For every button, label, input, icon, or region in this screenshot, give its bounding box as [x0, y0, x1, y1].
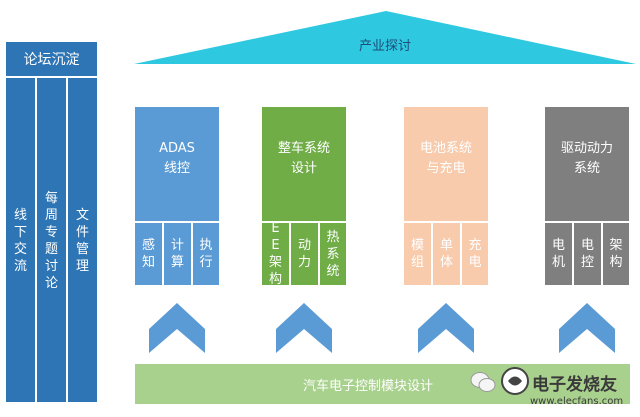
pillar-vehicle-sub-sep: [318, 223, 320, 285]
pillar-adas-sub-perception: 感知: [135, 223, 162, 285]
vertical-text: 计算: [170, 238, 184, 270]
pillar-battery-sub-sep: [460, 223, 462, 285]
pillar-battery-sub-divider: [404, 221, 488, 223]
forum-title: 论坛沉淀: [6, 42, 97, 78]
arrow-up-icon: [418, 303, 474, 353]
vertical-text: 执行: [199, 238, 213, 270]
roof-label: 产业探讨: [358, 38, 411, 54]
vertical-text: 充电: [468, 238, 482, 270]
vertical-text: 文件管理: [75, 208, 89, 274]
arrow-up-icon: [149, 303, 205, 353]
vertical-text: 感知: [141, 238, 155, 270]
pillar-drive: 驱动动力 系统 电机 电控 架构: [545, 107, 629, 285]
forum-column-divider: [66, 78, 68, 402]
arrow-up-icon: [276, 303, 332, 353]
pillar-battery-sub-sep: [431, 223, 433, 285]
pillar-adas-sub-sep: [162, 223, 164, 285]
pillar-drive-sub-sep: [601, 223, 603, 285]
pillar-drive-title: 驱动动力 系统: [560, 141, 613, 176]
vertical-text: 模组: [410, 238, 424, 270]
vertical-text: 热系统: [326, 229, 340, 279]
pillar-vehicle-title: 整车系统 设计: [277, 141, 330, 176]
pillar-vehicle-sub-thermal: 热系统: [320, 223, 346, 285]
forum-block: 论坛沉淀 线下交流 每周专题讨论 文件管理: [6, 42, 97, 402]
pillar-drive-sub-motor: 电机: [545, 223, 572, 285]
base-bar: 汽车电子控制模块设计: [135, 364, 630, 404]
pillar-drive-sub-architecture: 架构: [603, 223, 629, 285]
pillar-adas: ADAS 线控 感知 计算 执行: [135, 107, 219, 285]
forum-column-divider: [35, 78, 37, 402]
pillar-vehicle-sub-power: 动力: [291, 223, 318, 285]
pillar-adas-sub-compute: 计算: [164, 223, 191, 285]
pillar-vehicle-sub-divider: [262, 221, 346, 223]
pillar-adas-sub-sep: [191, 223, 193, 285]
pillar-drive-sub-sep: [572, 223, 574, 285]
vertical-text: 单体: [439, 238, 453, 270]
vertical-text: 架构: [609, 238, 623, 270]
watermark-url: www.elecfans.com: [530, 396, 624, 407]
pillar-adas-sub-actuation: 执行: [193, 223, 219, 285]
vertical-text: 线下交流: [13, 208, 27, 274]
vertical-text: 电机: [551, 238, 565, 270]
arrow-up-icon: [559, 303, 615, 353]
pillar-battery-sub-module: 模组: [404, 223, 431, 285]
watermark: 电子发烧友 www.elecfans.com: [470, 364, 630, 412]
vertical-text: 电控: [580, 238, 594, 270]
base-label: 汽车电子控制模块设计: [303, 379, 434, 394]
pillar-battery-title: 电池系统 与充电: [419, 141, 472, 176]
pillar-drive-sub-controller: 电控: [574, 223, 601, 285]
pillar-adas-title: ADAS 线控: [159, 141, 195, 176]
vertical-text: 动力: [297, 238, 311, 270]
pillar-vehicle-sub-sep: [289, 223, 291, 285]
watermark-name: 电子发烧友: [532, 375, 617, 395]
elecfans-logo-icon: [501, 367, 529, 395]
wechat-logo-icon: [470, 372, 496, 392]
pillar-battery: 电池系统 与充电 模组 单体 充电: [404, 107, 488, 285]
vertical-text: 每周专题讨论: [44, 191, 58, 291]
pillar-drive-sub-divider: [545, 221, 629, 223]
forum-column-file-mgmt: 文件管理: [68, 80, 97, 402]
forum-column-offline: 线下交流: [6, 80, 35, 402]
roof-triangle: [134, 11, 636, 64]
forum-column-weekly-topic: 每周专题讨论: [37, 80, 66, 402]
pillar-adas-sub-divider: [135, 221, 219, 223]
pillar-battery-sub-cell: 单体: [433, 223, 460, 285]
pillar-battery-sub-charging: 充电: [462, 223, 488, 285]
